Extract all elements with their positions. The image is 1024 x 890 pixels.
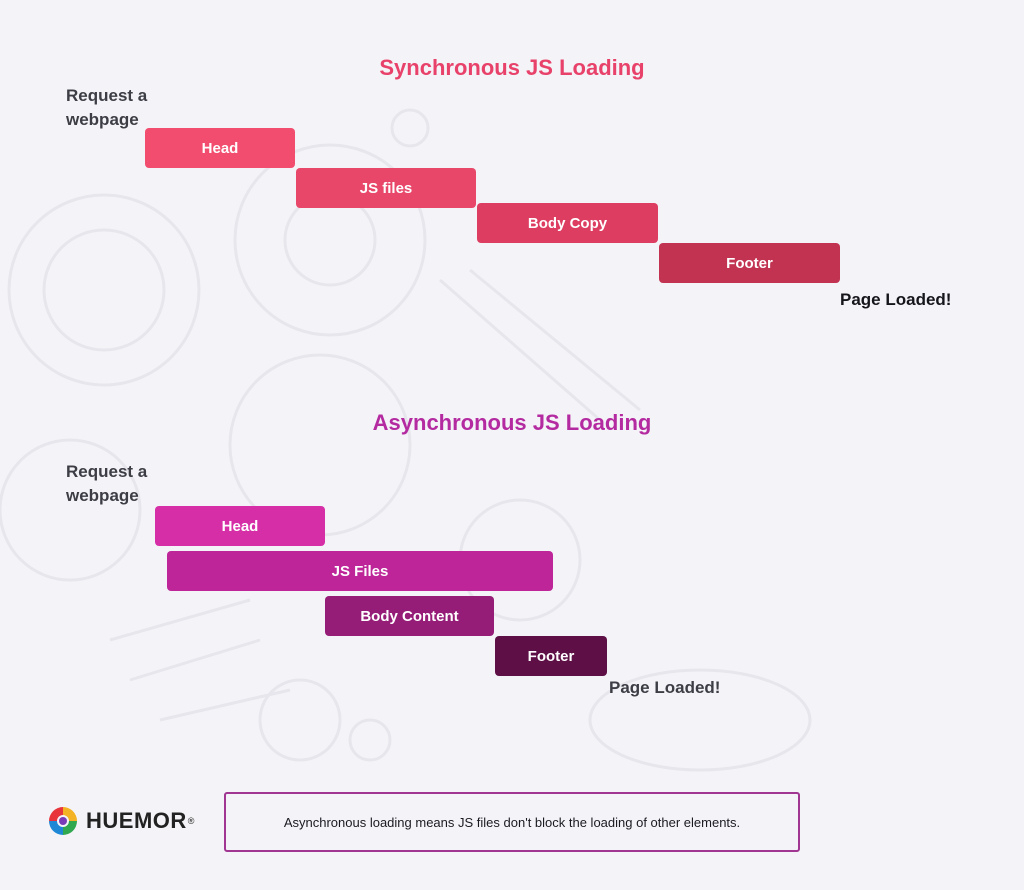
explanation-note-text: Asynchronous loading means JS files don'… (283, 814, 741, 830)
sync-bar-body-copy: Body Copy (477, 203, 658, 243)
registered-mark: ® (187, 816, 195, 826)
async-start-label-line2: webpage (66, 486, 139, 505)
async-section-title: Asynchronous JS Loading (372, 410, 652, 435)
huemor-logo: HUEMOR® (48, 806, 194, 836)
async-bar-head: Head (155, 506, 325, 546)
sync-bar-head: Head (145, 128, 295, 168)
sync-end-label: Page Loaded! (840, 290, 952, 309)
explanation-note: Asynchronous loading means JS files don'… (224, 792, 800, 852)
sync-section-title: Synchronous JS Loading (379, 55, 645, 80)
sync-start-label-line1: Request a (66, 86, 148, 105)
async-start-label-line1: Request a (66, 462, 148, 481)
async-bar-body-content: Body Content (325, 596, 494, 636)
sync-start-label-line2: webpage (66, 110, 139, 129)
sync-start-label: Request a webpage (66, 84, 147, 132)
async-start-label: Request a webpage (66, 460, 147, 508)
huemor-logo-icon (49, 807, 77, 835)
async-bar-footer: Footer (495, 636, 607, 676)
sync-bar-footer: Footer (659, 243, 840, 283)
sync-bar-js-files: JS files (296, 168, 476, 208)
async-bar-js-files: JS Files (167, 551, 553, 591)
huemor-brand-name: HUEMOR (86, 808, 187, 833)
async-end-label: Page Loaded! (609, 678, 721, 697)
